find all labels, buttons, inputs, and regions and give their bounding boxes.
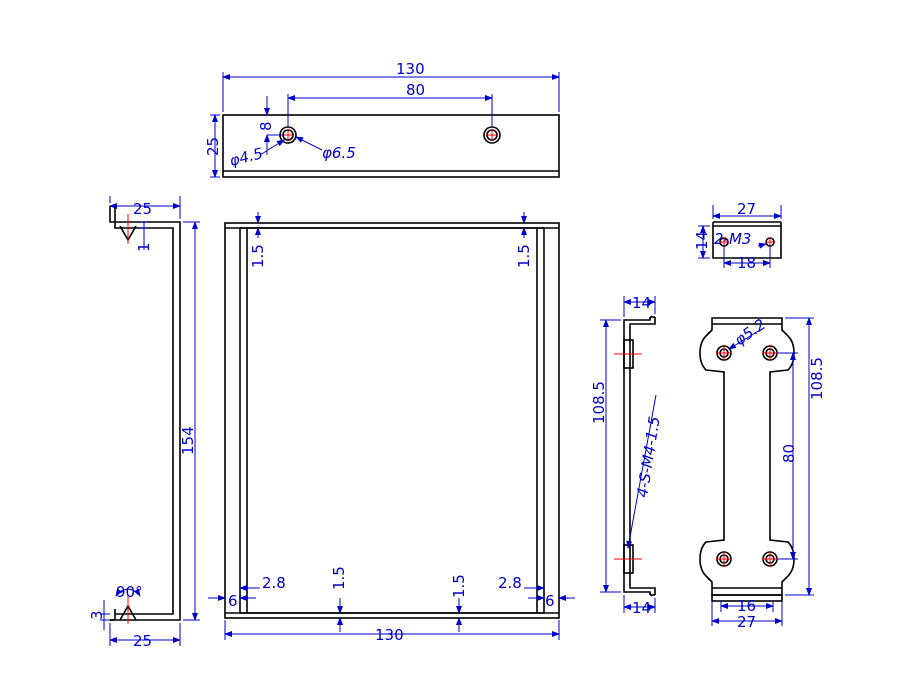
dim-label-1: 1 xyxy=(135,242,153,252)
dim-label-3: 3 xyxy=(88,610,106,620)
dim-label-18: 18 xyxy=(737,254,756,272)
dim-label-108.5-side: 108.5 xyxy=(590,381,608,424)
dim-label-108.5-front: 108.5 xyxy=(808,357,826,400)
dim-label-130-top: 130 xyxy=(396,60,425,78)
dim-label-6-left: 6 xyxy=(228,592,238,610)
thread-note-4-S-M4: 4-S-M4-1.5 xyxy=(633,415,664,498)
hole-large-right xyxy=(483,126,501,144)
dim-label-14-side-top: 14 xyxy=(632,294,651,312)
dim-label-1.5-top-right: 1.5 xyxy=(515,244,533,268)
dim-label-14-small: 14 xyxy=(693,231,711,250)
dim-label-1.5-top-left: 1.5 xyxy=(249,244,267,268)
dim-label-8: 8 xyxy=(257,121,275,131)
frame-inner xyxy=(239,227,545,614)
hole-label-5.2: φ5.2 xyxy=(731,315,769,349)
channel-inner xyxy=(114,206,174,615)
dim-label-2.8-left: 2.8 xyxy=(262,574,286,592)
channel-outer xyxy=(109,206,181,621)
dim-label-2.8-right: 2.8 xyxy=(498,574,522,592)
dim-label-27-front: 27 xyxy=(737,613,756,631)
hole-small-label: φ4.5 xyxy=(228,144,265,170)
dim-label-6-right: 6 xyxy=(545,592,555,610)
hole-large-label: φ6.5 xyxy=(322,144,356,162)
dim-label-130-bottom: 130 xyxy=(375,626,404,644)
side-view: 25 1 154 90° 3 25 xyxy=(88,196,200,650)
top-view: 130 80 25 8 φ4.5 φ6.5 xyxy=(204,60,560,178)
small-bracket-outline xyxy=(712,225,782,259)
dim-label-1.5-bottom-left: 1.5 xyxy=(330,566,348,590)
bracket-side-view: 14 108.5 4-S-M4-1.5 14 xyxy=(590,294,664,617)
dim-label-25-side-bottom: 25 xyxy=(133,632,152,650)
small-bracket-top-view: 27 14 2-M3 18 xyxy=(693,200,782,272)
dim-label-154: 154 xyxy=(179,426,197,455)
bracket-front-view: φ5.2 108.5 80 16 27 xyxy=(699,315,826,631)
thread-label-2-M3: 2-M3 xyxy=(714,230,751,248)
dim-label-25-side-top: 25 xyxy=(133,200,152,218)
dim-label-14-side-bottom: 14 xyxy=(632,599,651,617)
bracket-side-outline xyxy=(629,317,656,595)
front-view: 1.5 1.5 2.8 2.8 6 6 1.5 1.5 130 xyxy=(208,212,575,644)
bracket-bottom-flange xyxy=(711,594,783,602)
top-plate-outline xyxy=(222,114,560,178)
dim-label-80-front: 80 xyxy=(780,444,798,463)
dim-label-16: 16 xyxy=(737,597,756,615)
dim-label-1.5-bottom-right: 1.5 xyxy=(450,574,468,598)
dim-label-80-top: 80 xyxy=(406,81,425,99)
angle-label: 90° xyxy=(116,583,143,601)
dim-label-27-small: 27 xyxy=(737,200,756,218)
frame-outer xyxy=(224,222,560,619)
dim-label-25-top: 25 xyxy=(204,137,222,156)
